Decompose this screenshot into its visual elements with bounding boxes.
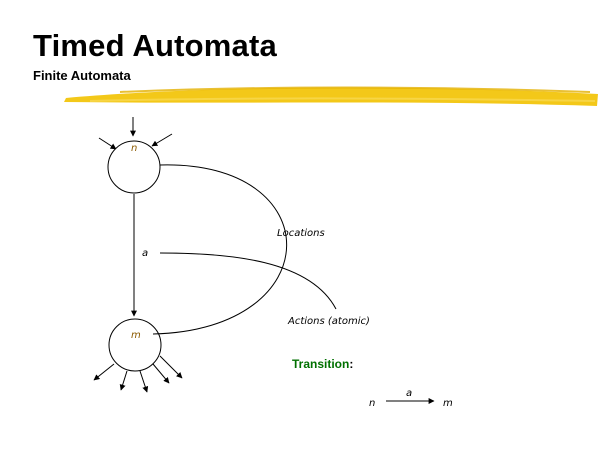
transition-heading-label: Transition bbox=[292, 357, 350, 371]
outgoing-arrow-1 bbox=[93, 363, 115, 381]
state-m-label: m bbox=[131, 330, 141, 341]
transition-heading-colon: : bbox=[349, 357, 354, 371]
actions-annotation: Actions (atomic) bbox=[287, 316, 370, 327]
highlight-band-light bbox=[89, 97, 596, 102]
slide-subtitle: Finite Automata bbox=[33, 68, 131, 83]
highlight-band bbox=[64, 87, 598, 106]
edge-label: a bbox=[142, 248, 148, 259]
incoming-arrow-left bbox=[98, 137, 117, 150]
outgoing-arrow-4 bbox=[152, 363, 170, 384]
highlight-band-shade bbox=[119, 86, 591, 93]
transition-heading: Transition: bbox=[292, 357, 353, 371]
outgoing-arrow-5 bbox=[159, 355, 183, 379]
outgoing-arrow-3 bbox=[139, 370, 149, 393]
transition-source: n bbox=[369, 398, 375, 409]
outgoing-arrow-2 bbox=[119, 370, 128, 391]
state-n-label: n bbox=[131, 143, 137, 154]
locations-annotation: Locations bbox=[277, 228, 325, 239]
transition-target: m bbox=[443, 398, 453, 409]
state-n bbox=[107, 140, 161, 194]
slide-title: Timed Automata bbox=[33, 28, 277, 63]
locations-pointer-curve bbox=[152, 164, 287, 335]
transition-action: a bbox=[406, 388, 412, 399]
incoming-arrow-right bbox=[151, 133, 173, 147]
actions-pointer-curve bbox=[159, 252, 337, 310]
state-m bbox=[108, 318, 162, 372]
